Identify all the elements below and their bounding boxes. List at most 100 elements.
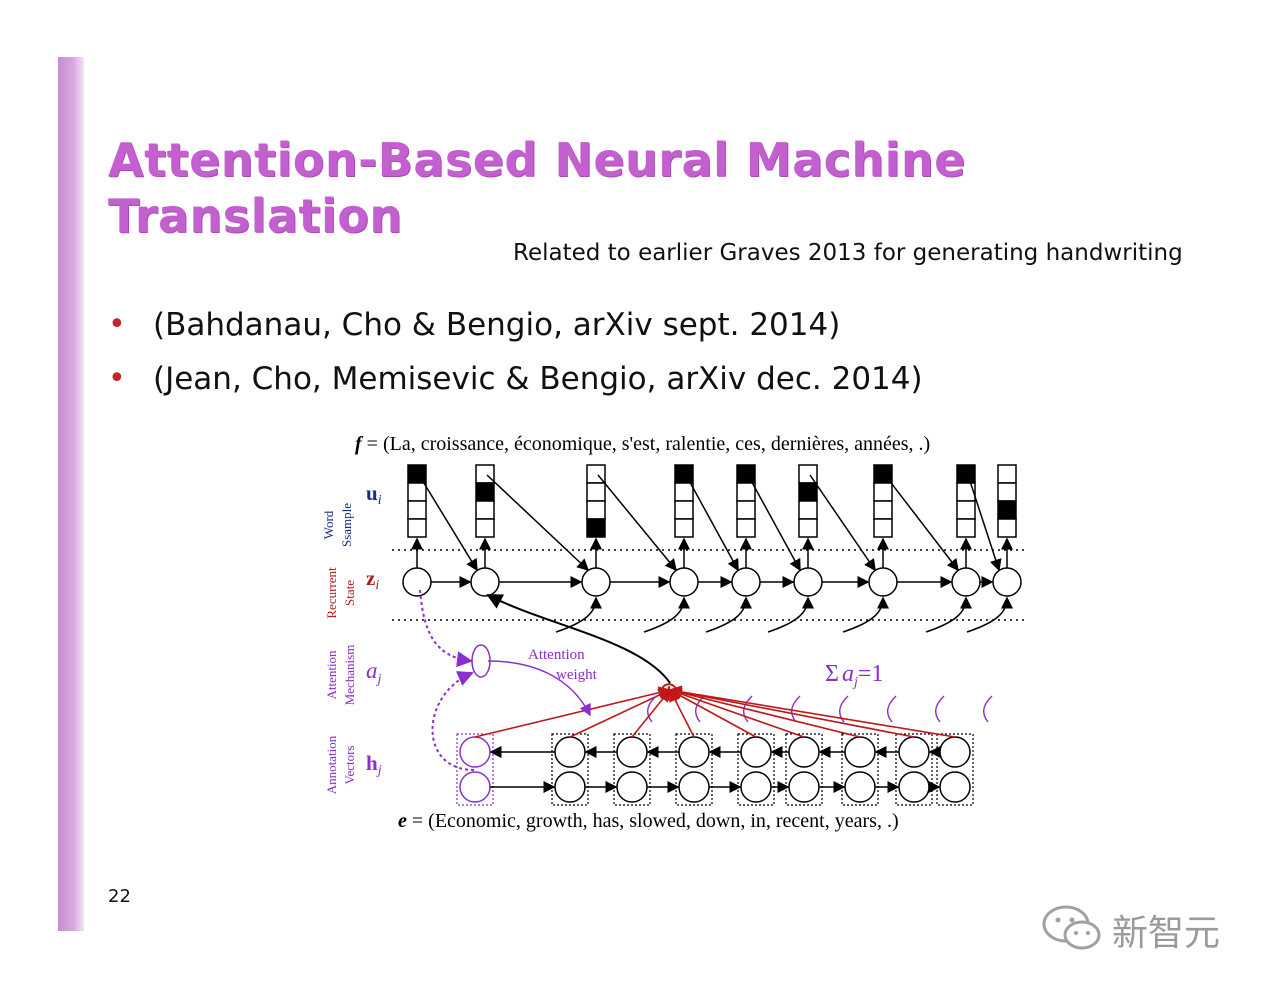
onehot-cell	[798, 500, 818, 520]
onehot-cell	[997, 518, 1017, 538]
title-line-2: Translation	[108, 189, 403, 243]
sample-to-next-state-arrow	[418, 474, 478, 572]
context-input-arrow	[555, 596, 602, 633]
onehot-cell	[407, 482, 427, 502]
attention-weight-arrow	[487, 660, 591, 717]
wechat-icon	[1042, 905, 1101, 950]
onehot-cell	[407, 518, 427, 538]
annotation-pair	[456, 733, 494, 806]
recurrent-state-node	[868, 567, 898, 597]
attention-weight-curl	[886, 695, 897, 723]
onehot-cell	[997, 482, 1017, 502]
word-sample-row	[407, 464, 1017, 572]
bullet-dot-icon: •	[108, 361, 126, 396]
watermark: 新智元	[1040, 898, 1260, 958]
onehot-cell	[873, 500, 893, 520]
slide-title: Attention-Based Neural Machine Translati…	[108, 132, 1108, 244]
target-prefix: f	[355, 433, 364, 455]
symbol-h: hj	[366, 751, 382, 778]
attention-weight-curl	[982, 695, 993, 723]
annotation-pair	[785, 733, 823, 806]
onehot-cell	[586, 500, 606, 520]
context-input-arrow	[966, 596, 1013, 633]
onehot-cell	[956, 518, 976, 538]
annotation-vectors-row	[456, 733, 974, 806]
onehot-cell	[736, 482, 756, 502]
onehot-cell	[475, 500, 495, 520]
onehot-cell	[798, 482, 818, 502]
sample-to-next-state-arrow	[685, 474, 739, 572]
title-line-1: Attention-Based Neural Machine	[108, 133, 966, 187]
plus-node: ⊕	[658, 677, 680, 706]
onehot-vector	[956, 464, 976, 538]
context-input-arrow	[643, 596, 690, 633]
forward-rnn-node	[844, 771, 876, 803]
backward-rnn-node	[788, 736, 820, 768]
annotation-pair	[613, 733, 651, 806]
onehot-vector	[475, 464, 495, 538]
onehot-cell	[956, 500, 976, 520]
onehot-cell	[736, 500, 756, 520]
forward-rnn-node	[898, 771, 930, 803]
onehot-vector	[997, 464, 1017, 538]
onehot-cell	[956, 482, 976, 502]
sample-to-next-state-arrow	[747, 474, 801, 572]
onehot-cell	[475, 518, 495, 538]
attention-weight-curl	[790, 695, 801, 723]
sample-to-next-state-arrow	[486, 474, 590, 572]
onehot-cell	[997, 464, 1017, 484]
attention-nmt-diagram: f = (La, croissance, économique, s'est, …	[321, 433, 1028, 832]
bullet-list: • (Bahdanau, Cho & Bengio, arXiv sept. 20…	[108, 298, 1208, 406]
annotation-pair	[841, 733, 879, 806]
bullet-text: (Bahdanau, Cho & Bengio, arXiv sept. 201…	[153, 307, 841, 343]
onehot-cell	[997, 500, 1017, 520]
onehot-cell	[586, 482, 606, 502]
sample-to-next-state-arrow	[967, 474, 1002, 572]
page-number: 22	[108, 886, 131, 907]
recurrent-state-node	[951, 567, 981, 597]
symbol-u: ui	[366, 481, 382, 508]
onehot-cell	[407, 464, 427, 484]
sample-to-next-state-arrow	[809, 474, 876, 572]
recurrent-state-node	[731, 567, 761, 597]
onehot-vector	[407, 464, 427, 538]
onehot-cell	[586, 518, 606, 538]
context-input-arrow	[767, 596, 814, 633]
annotation-pair	[551, 733, 589, 806]
backward-rnn-node	[459, 736, 491, 768]
onehot-vector	[674, 464, 694, 538]
sample-to-next-state-arrow	[884, 474, 959, 572]
onehot-cell	[407, 500, 427, 520]
context-input-arrow	[705, 596, 752, 633]
annotation-box	[841, 733, 879, 806]
onehot-cell	[674, 500, 694, 520]
recurrent-state-node	[669, 567, 699, 597]
onehot-cell	[674, 482, 694, 502]
annotation-pair	[936, 733, 974, 806]
onehot-vector	[873, 464, 893, 538]
source-prefix: e	[398, 810, 407, 832]
recurrent-state-node	[992, 567, 1022, 597]
recurrent-state-node	[793, 567, 823, 597]
attention-context-line	[668, 686, 861, 738]
onehot-cell	[674, 518, 694, 538]
bullet-item: • (Jean, Cho, Memisevic & Bengio, arXiv d…	[108, 352, 1208, 406]
recurrent-state-node	[581, 567, 611, 597]
forward-rnn-node	[740, 771, 772, 803]
source-text: = (Economic, growth, has, slowed, down, …	[407, 810, 899, 832]
annotation-box	[895, 733, 933, 806]
attention-weight-curl	[646, 695, 657, 723]
attention-weight-curl	[934, 695, 945, 723]
slide-subtitle: Related to earlier Graves 2013 for gener…	[513, 240, 1183, 266]
onehot-cell	[475, 482, 495, 502]
annotation-box	[675, 733, 713, 806]
onehot-vector	[736, 464, 756, 538]
backward-rnn-node	[740, 736, 772, 768]
bullet-item: •(Bahdanau, Cho & Bengio, arXiv sept. 20…	[108, 298, 1208, 352]
forward-rnn-node	[616, 771, 648, 803]
bullet-text: (Jean, Cho, Memisevic & Bengio, arXiv de…	[153, 361, 923, 397]
attention-context-line	[474, 686, 672, 738]
